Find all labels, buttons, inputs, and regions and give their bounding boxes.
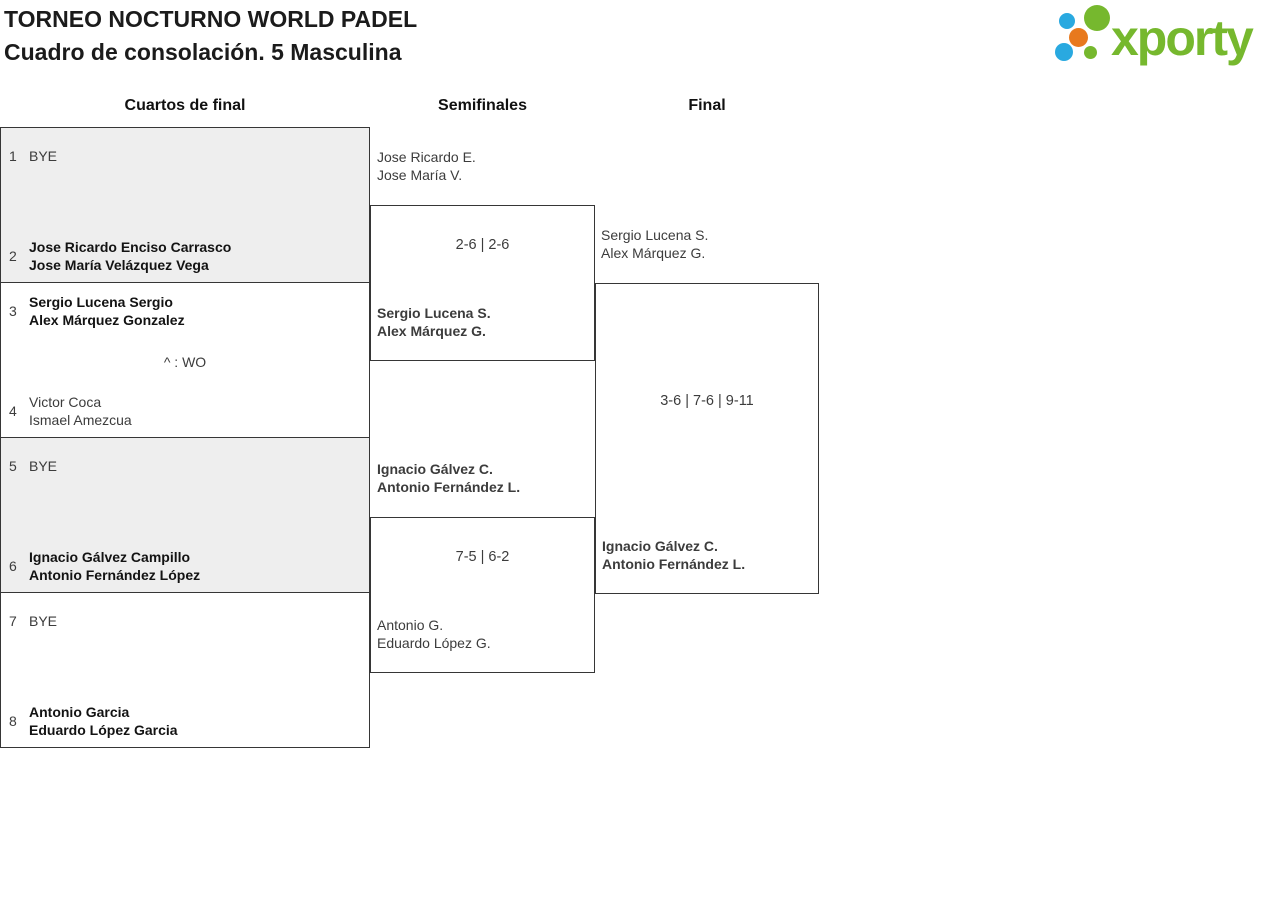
team-names: BYE xyxy=(29,457,57,475)
player-name: Eduardo López Garcia xyxy=(29,722,178,738)
player-name: Antonio Fernández López xyxy=(29,567,201,583)
semifinal-1-team-1: Jose Ricardo E. Jose María V. xyxy=(377,148,595,184)
player-name: Antonio Garcia xyxy=(29,704,130,720)
player-name: Alex Márquez Gonzalez xyxy=(29,312,185,328)
player-name: Jose Ricardo Enciso Carrasco xyxy=(29,239,232,255)
semifinal-match-1: 2-6 | 2-6 Sergio Lucena S. Alex Márquez … xyxy=(370,205,595,361)
page-title: TORNEO NOCTURNO WORLD PADEL Cuadro de co… xyxy=(4,3,417,69)
player-name: Victor Coca xyxy=(29,394,102,410)
player-name: Jose María Velázquez Vega xyxy=(29,257,209,273)
player-name: Ismael Amezcua xyxy=(29,412,132,428)
team-slot-2: 2 Jose Ricardo Enciso Carrasco Jose Marí… xyxy=(1,238,369,274)
semifinal-2-team-1: Ignacio Gálvez C. Antonio Fernández L. xyxy=(377,460,595,496)
final-team-1: Sergio Lucena S. Alex Márquez G. xyxy=(601,226,819,262)
round-header-final: Final xyxy=(688,97,726,114)
team-names: BYE xyxy=(29,612,57,630)
bracket-subtitle: Cuadro de consolación. 5 Masculina xyxy=(4,39,402,65)
seed-number: 4 xyxy=(9,403,17,419)
player-name: Antonio G. xyxy=(377,617,444,633)
final-match: 3-6 | 7-6 | 9-11 Ignacio Gálvez C. Anton… xyxy=(595,283,819,594)
team-slot-1: 5 BYE xyxy=(1,448,369,484)
team-names: Victor Coca Ismael Amezcua xyxy=(29,393,132,429)
tournament-name: TORNEO NOCTURNO WORLD PADEL xyxy=(4,6,418,32)
xporty-logo[interactable]: xporty xyxy=(1048,0,1280,80)
team-names: Jose Ricardo Enciso Carrasco Jose María … xyxy=(29,238,231,274)
xporty-wordmark: xporty xyxy=(1111,10,1254,66)
player-name: Eduardo López G. xyxy=(377,635,491,651)
seed-number: 7 xyxy=(9,613,17,629)
logo-dot-orange-icon xyxy=(1069,28,1088,47)
quarterfinal-match-1: 1 BYE 2 Jose Ricardo Enciso Carrasco Jos… xyxy=(0,127,370,283)
team-slot-1: 3 Sergio Lucena Sergio Alex Márquez Gonz… xyxy=(1,293,369,329)
team-slot-2: 4 Victor Coca Ismael Amezcua xyxy=(1,393,369,429)
seed-number: 6 xyxy=(9,558,17,574)
match-score: 3-6 | 7-6 | 9-11 xyxy=(660,393,754,409)
team-slot-1: 7 BYE xyxy=(1,603,369,639)
player-name: Ignacio Gálvez C. xyxy=(377,461,493,477)
quarterfinal-match-4: 7 BYE 8 Antonio Garcia Eduardo López Gar… xyxy=(0,592,370,748)
logo-dot-blue-medium-icon xyxy=(1055,43,1073,61)
player-name: Ignacio Gálvez Campillo xyxy=(29,549,191,565)
logo-dot-blue-small-icon xyxy=(1059,13,1075,29)
player-name: Ignacio Gálvez C. xyxy=(602,538,718,554)
player-name: Alex Márquez G. xyxy=(601,245,706,261)
walkover-note: ^ : WO xyxy=(163,354,207,370)
logo-dot-green-small-icon xyxy=(1084,46,1097,59)
seed-number: 1 xyxy=(9,148,17,164)
player-name: BYE xyxy=(29,458,58,474)
player-name: Alex Márquez G. xyxy=(377,323,486,339)
semifinal-1-team-2: Sergio Lucena S. Alex Márquez G. xyxy=(377,304,491,340)
team-slot-2: 6 Ignacio Gálvez Campillo Antonio Fernán… xyxy=(1,548,369,584)
round-header-semifinals: Semifinales xyxy=(438,97,527,114)
seed-number: 3 xyxy=(9,303,17,319)
player-name: Jose María V. xyxy=(377,167,463,183)
semifinal-match-2: 7-5 | 6-2 Antonio G. Eduardo López G. xyxy=(370,517,595,673)
player-name: BYE xyxy=(29,148,58,164)
player-name: Antonio Fernández L. xyxy=(377,479,521,495)
seed-number: 2 xyxy=(9,248,17,264)
quarterfinal-match-2: 3 Sergio Lucena Sergio Alex Márquez Gonz… xyxy=(0,282,370,438)
team-names: Antonio Garcia Eduardo López Garcia xyxy=(29,703,178,739)
player-name: Sergio Lucena S. xyxy=(601,227,709,243)
player-name: BYE xyxy=(29,613,58,629)
team-slot-1: 1 BYE xyxy=(1,138,369,174)
round-header-quarterfinals: Cuartos de final xyxy=(124,97,246,114)
player-name: Jose Ricardo E. xyxy=(377,149,476,165)
match-score: 7-5 | 6-2 xyxy=(455,549,510,565)
final-team-2: Ignacio Gálvez C. Antonio Fernández L. xyxy=(602,537,745,573)
team-slot-2: 8 Antonio Garcia Eduardo López Garcia xyxy=(1,703,369,739)
quarterfinal-match-3: 5 BYE 6 Ignacio Gálvez Campillo Antonio … xyxy=(0,437,370,593)
seed-number: 8 xyxy=(9,713,17,729)
match-score: 2-6 | 2-6 xyxy=(455,237,510,253)
player-name: Sergio Lucena Sergio xyxy=(29,294,173,310)
player-name: Sergio Lucena S. xyxy=(377,305,491,321)
team-names: Ignacio Gálvez Campillo Antonio Fernánde… xyxy=(29,548,200,584)
logo-dot-green-large-icon xyxy=(1084,5,1110,31)
team-names: Sergio Lucena Sergio Alex Márquez Gonzal… xyxy=(29,293,185,329)
player-name: Antonio Fernández L. xyxy=(602,556,746,572)
team-names: BYE xyxy=(29,147,57,165)
seed-number: 5 xyxy=(9,458,17,474)
semifinal-2-team-2: Antonio G. Eduardo López G. xyxy=(377,616,491,652)
